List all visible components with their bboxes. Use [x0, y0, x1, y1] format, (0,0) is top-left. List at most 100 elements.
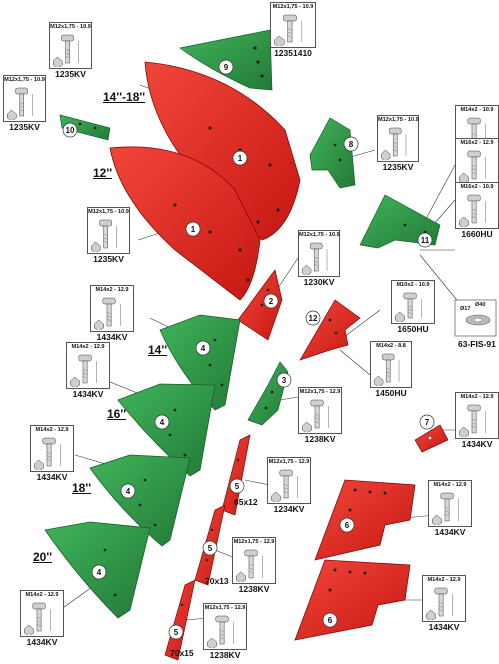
bolt-icon	[274, 14, 302, 46]
part-5-c-shape	[164, 579, 196, 661]
callout-circle	[305, 310, 321, 326]
callout-circle	[417, 232, 433, 248]
callout-circle	[202, 540, 218, 556]
callout-number: 7	[425, 418, 430, 427]
bolt-spec: M12x1,75 - 10.9	[4, 77, 45, 83]
bolt-part-number: 1434KV	[26, 637, 58, 647]
part-6-lower-shape	[294, 559, 411, 641]
callout-circle	[168, 624, 184, 640]
bolt-spec: M14x2 - 12.9	[460, 394, 494, 400]
bolt-box: M12x1,75 - 12.9 1238KV	[298, 387, 342, 444]
callout-circle	[229, 478, 245, 494]
bolt-part-number: 1650HU	[397, 324, 429, 334]
size-label-20: 20''	[33, 550, 53, 564]
callout-circle	[419, 414, 435, 430]
callout-circle	[62, 122, 78, 138]
bolt-icon	[91, 219, 117, 252]
bolt-part-number: 1230KV	[303, 277, 335, 287]
callout-number: 4	[201, 344, 206, 353]
bolt-part-number: 12351410	[274, 48, 312, 58]
callout-number: 4	[126, 487, 131, 496]
bolt-icon	[301, 242, 328, 275]
bolt-icon	[236, 549, 263, 582]
size-label-16: 16''	[107, 407, 127, 421]
bolt-spec: M14x2 - 12.9	[95, 287, 129, 293]
dim-65x12: 65x12	[234, 497, 258, 507]
part-4-16-shape	[117, 383, 216, 477]
bolt-icon	[24, 602, 51, 635]
bolt-part-number: 1238KV	[209, 650, 241, 660]
callout-number: 5	[174, 628, 179, 637]
part-2-shape	[237, 269, 283, 341]
bolt-part-number: 1238KV	[304, 434, 336, 444]
part-8-shape	[309, 117, 356, 189]
callout-number: 1	[238, 154, 243, 163]
bolt-spec: M14x2 - 8.8	[376, 343, 406, 349]
callout-circle	[195, 340, 211, 356]
bolt-spec: M14x2 - 10.9	[460, 107, 494, 113]
callout-circle	[343, 136, 359, 152]
washer-icon: Ø17 Ø40	[454, 299, 497, 337]
callout-circle	[185, 221, 201, 237]
bolt-spec: M14x2 - 12.9	[433, 482, 467, 488]
washer-inner-diameter: Ø17	[460, 306, 470, 312]
bolt-box: M12x1,75 - 10.9 1235KV	[87, 207, 130, 264]
part-12-shape	[299, 299, 361, 361]
callout-number: 10	[66, 126, 75, 135]
bolt-spec: M12x1,75 - 10.9	[378, 117, 419, 123]
bolt-spec: M14x2 - 12.9	[25, 592, 59, 598]
bolt-box: M12x1,75 - 10.9 1230KV	[298, 230, 340, 287]
bolt-spec: M14x2 - 12.9	[427, 577, 461, 583]
part-6-upper-shape	[314, 479, 416, 561]
bolt-spec: M12x1,75 - 10.9	[299, 232, 340, 238]
bolt-part-number: 1434KV	[36, 472, 68, 482]
callout-number: 8	[349, 140, 354, 149]
bolt-box: M10x2 - 10.9 1650HU	[391, 280, 435, 334]
bolt-spec: M10x2 - 10.9	[396, 282, 430, 288]
callout-circle	[154, 414, 170, 430]
callout-number: 5	[235, 482, 240, 491]
part-5-a-shape	[221, 434, 251, 516]
callout-circle	[339, 517, 355, 533]
bolt-icon	[53, 34, 79, 67]
washer-part-number: 63-FIS-91	[458, 339, 496, 349]
bolt-icon	[426, 587, 453, 620]
bolt-part-number: 1238KV	[238, 584, 270, 594]
part-3-shape	[247, 361, 289, 426]
callout-circle	[232, 150, 248, 166]
callout-number: 6	[345, 521, 350, 530]
callout-circle	[276, 372, 292, 388]
bolt-icon	[271, 469, 298, 502]
bolt-icon	[302, 399, 329, 432]
bolt-icon	[459, 404, 486, 437]
bolt-spec: M12x1,75 - 12.9	[299, 389, 341, 395]
bolt-part-number: 1434KV	[461, 439, 493, 449]
bolt-part-number: 1235KV	[93, 254, 124, 264]
bolt-part-number: 1235KV	[55, 69, 86, 79]
size-label-18: 18''	[72, 481, 92, 495]
callout-number: 4	[160, 418, 165, 427]
bolt-icon	[207, 615, 234, 648]
bolt-spec: M12x1,75 - 10.9	[50, 24, 91, 30]
bolt-icon	[94, 297, 121, 330]
bolt-spec: M12x1,75 - 10.9	[88, 209, 129, 215]
bolt-spec: M12x1,75 - 12.9	[268, 459, 310, 465]
size-label-12: 12''	[93, 166, 113, 180]
bolt-part-number: 1434KV	[96, 332, 128, 342]
size-label-14-18: 14''-18''	[103, 90, 146, 104]
callout-circle	[120, 483, 136, 499]
bolt-icon	[373, 353, 400, 386]
bolt-icon	[7, 87, 33, 120]
bolt-spec: M16x2 - 12.9	[460, 140, 494, 146]
callout-number: 5	[208, 544, 213, 553]
bolt-box: M14x2 - 12.9 1434KV	[455, 392, 499, 449]
